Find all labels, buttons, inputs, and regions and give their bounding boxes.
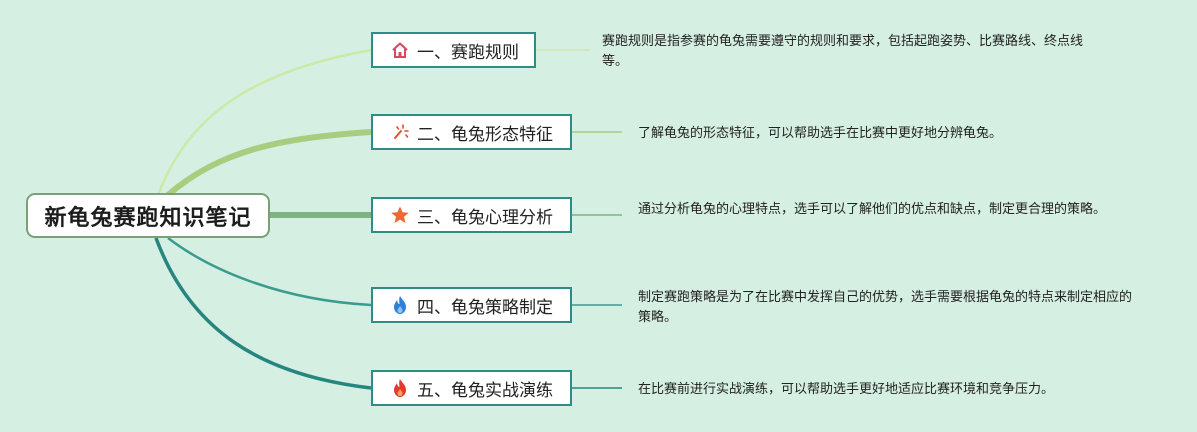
red-flame-icon xyxy=(389,377,411,399)
topic-label: 四、龟兔策略制定 xyxy=(417,297,553,318)
root-title: 新龟兔赛跑知识笔记 xyxy=(44,205,252,231)
branch-line-1 xyxy=(156,48,372,196)
topic-practice[interactable]: 五、龟兔实战演练 xyxy=(371,370,572,406)
branch-line-5 xyxy=(154,237,372,390)
desc-strategy: 制定赛跑策略是为了在比赛中发挥自己的优势，选手需要根据龟兔的特点来制定相应的策略… xyxy=(638,290,1133,325)
topic-psychology[interactable]: 三、龟兔心理分析 xyxy=(371,197,572,233)
topic-morphology[interactable]: 二、龟兔形态特征 xyxy=(371,114,572,150)
desc-practice: 在比赛前进行实战演练，可以帮助选手更好地适应比赛环境和竞争压力。 xyxy=(638,382,1055,397)
star-icon xyxy=(389,204,411,226)
topic-strategy[interactable]: 四、龟兔策略制定 xyxy=(371,287,572,323)
branch-line-2 xyxy=(166,129,372,198)
desc-psychology: 通过分析龟兔的心理特点，选手可以了解他们的优点和缺点，制定更合理的策略。 xyxy=(638,202,1107,217)
topic-rules[interactable]: 一、赛跑规则 xyxy=(371,32,536,68)
topic-label: 三、龟兔心理分析 xyxy=(417,207,553,228)
desc-morphology: 了解龟兔的形态特征，可以帮助选手在比赛中更好地分辨龟兔。 xyxy=(638,126,1003,141)
topic-label: 一、赛跑规则 xyxy=(417,42,519,63)
desc-rules: 赛跑规则是指参赛的龟兔需要遵守的规则和要求，包括起跑姿势、比赛路线、终点线等。 xyxy=(602,34,1084,69)
topic-label: 二、龟兔形态特征 xyxy=(417,124,553,145)
house-icon xyxy=(389,39,411,61)
blue-flame-icon xyxy=(389,294,411,316)
magic-wand-icon xyxy=(389,121,411,143)
root-topic[interactable]: 新龟兔赛跑知识笔记 xyxy=(26,193,270,238)
topic-label: 五、龟兔实战演练 xyxy=(417,380,553,401)
branch-line-4 xyxy=(167,237,372,307)
